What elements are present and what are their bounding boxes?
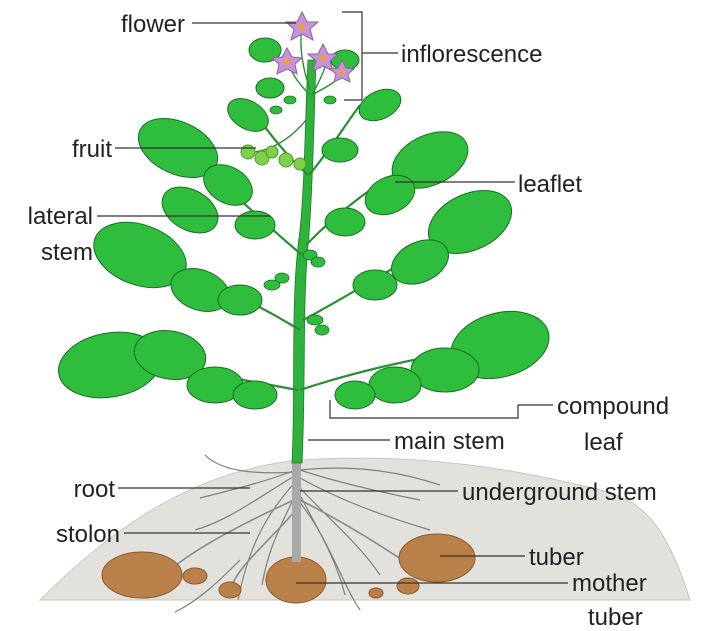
label-root: root: [74, 476, 116, 503]
label-leaflet: leaflet: [518, 171, 582, 198]
tuber-left: [102, 552, 182, 598]
underground-stem-shape: [292, 462, 301, 562]
label-mother-tuber-line1: mother: [572, 570, 647, 597]
tuber-small-3: [369, 588, 383, 598]
tuber-small-2: [219, 582, 241, 598]
label-flower: flower: [121, 11, 185, 38]
label-underground-stem: underground stem: [462, 479, 657, 506]
label-stolon: stolon: [56, 521, 120, 548]
tuber-small-1: [183, 568, 207, 584]
tuber-small-4: [397, 578, 419, 594]
fruits: [241, 145, 306, 170]
label-compound-leaf-line1: compound: [557, 393, 669, 420]
label-inflorescence: inflorescence: [401, 41, 542, 68]
label-fruit: fruit: [72, 136, 112, 163]
label-lateral-stem-line2: stem: [41, 239, 93, 266]
label-compound-leaf-line2: leaf: [584, 429, 623, 456]
label-mother-tuber-line2: tuber: [588, 604, 643, 631]
flower-1: [286, 12, 318, 40]
label-tuber: tuber: [529, 544, 584, 571]
label-main-stem: main stem: [394, 428, 505, 455]
mother-tuber-shape: [266, 557, 326, 603]
tuber-right: [399, 534, 475, 582]
label-lateral-stem-line1: lateral: [28, 203, 93, 230]
